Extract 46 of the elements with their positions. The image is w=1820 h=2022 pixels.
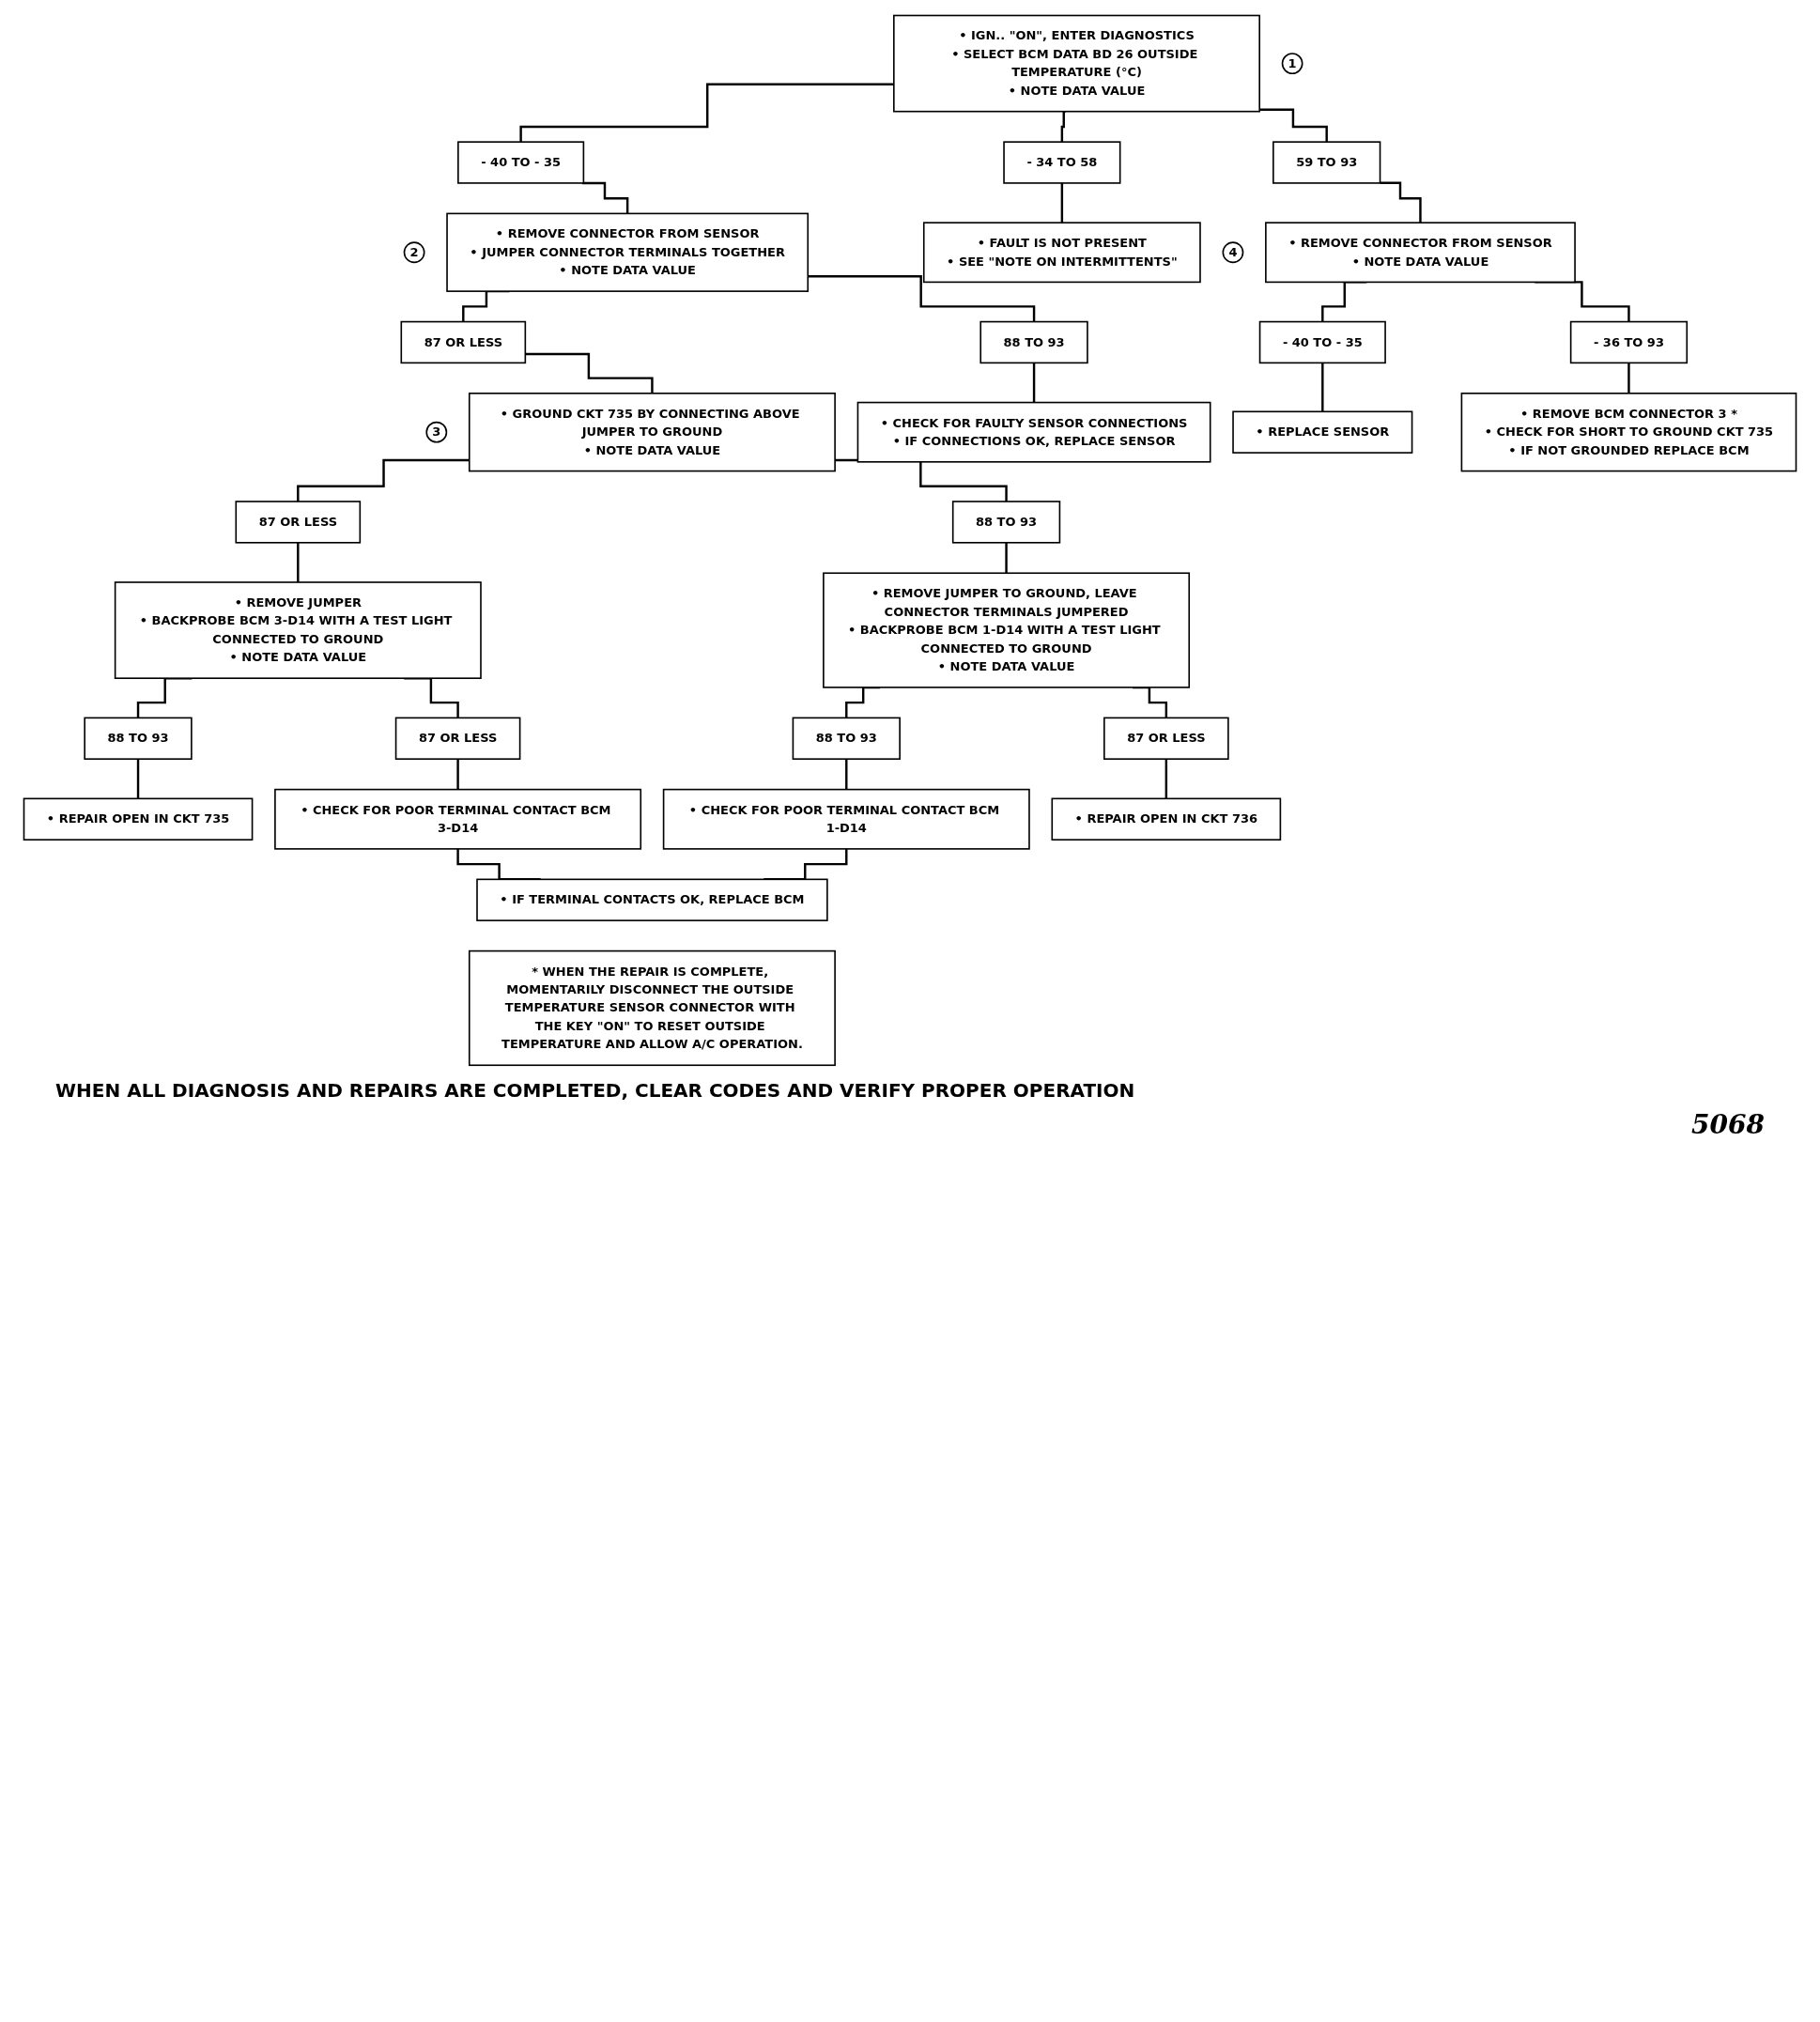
node-box: 88 TO 93 (792, 717, 901, 760)
node-box: • IGN.. "ON", ENTER DIAGNOSTICS • SELECT BCM DATA BD 26 OUTSIDE TEMPERATURE (°C) • NOTE DATA VALUE (893, 14, 1260, 113)
connector (1032, 362, 1036, 404)
node-box: • REMOVE CONNECTOR FROM SENSOR • JUMPER CONNECTOR TERMINALS TOGETHER • NOTE DATA VALUE (446, 212, 810, 292)
node-box: • REMOVE CONNECTOR FROM SENSOR • NOTE DATA VALUE (1265, 222, 1576, 284)
node-box: 88 TO 93 (951, 501, 1061, 544)
node-box: • CHECK FOR FAULTY SENSOR CONNECTIONS • IF CONNECTIONS OK, REPLACE SENSOR (856, 401, 1211, 463)
node-box: • REPAIR OPEN IN CKT 735 (23, 797, 254, 841)
figure-number: 5068 (1690, 1108, 1765, 1140)
node-box: • REPAIR OPEN IN CKT 736 (1051, 797, 1282, 841)
node-label: 2 (409, 244, 419, 260)
node-box: 88 TO 93 (979, 320, 1088, 364)
connector (1380, 181, 1422, 224)
node-box: 87 OR LESS (235, 501, 362, 544)
connector (297, 458, 470, 503)
node-box: • GROUND CKT 735 BY CONNECTING ABOVE JUMPER TO GROUND • NOTE DATA VALUE (468, 393, 836, 472)
node-box: • CHECK FOR POOR TERMINAL CONTACT BCM 1-D14 (662, 788, 1030, 850)
node-box: - 40 TO - 35 (457, 141, 585, 184)
node-box: • CHECK FOR POOR TERMINAL CONTACT BCM 3-D14 (274, 788, 642, 850)
node-box: 87 OR LESS (400, 320, 527, 364)
connector (1005, 541, 1008, 575)
node-label: 4 (1228, 244, 1238, 260)
node-box: • REMOVE BCM CONNECTOR 3 * • CHECK FOR SHORT TO GROUND CKT 735 • IF NOT GROUNDED REPLACE BCM (1460, 393, 1797, 472)
node-box: 87 OR LESS (1103, 717, 1229, 760)
node-box: 88 TO 93 (84, 717, 193, 760)
node-box: • REPLACE SENSOR (1232, 410, 1413, 454)
node-label: 3 (432, 424, 441, 440)
node-box: - 36 TO 93 (1569, 320, 1689, 364)
connector (581, 181, 629, 215)
connector (1259, 108, 1328, 144)
connector (1060, 181, 1064, 224)
connector (808, 275, 1036, 323)
node-box: 87 OR LESS (394, 717, 521, 760)
node-box: 59 TO 93 (1272, 141, 1381, 184)
connector (519, 83, 894, 144)
connector (1321, 362, 1324, 413)
node-box: • FAULT IS NOT PRESENT • SEE "NOTE ON INTERMITTENTS" (922, 222, 1201, 284)
node-box: - 40 TO - 35 (1258, 320, 1386, 364)
node-box: • REMOVE JUMPER TO GROUND, LEAVE CONNECTOR TERMINALS JUMPERED • BACKPROBE BCM 1-D14 WITH A TEST LIGHT CONNECTED TO GROUND • NOTE DATA VALUE (823, 572, 1191, 688)
node-box: • IF TERMINAL CONTACTS OK, REPLACE BCM (476, 878, 828, 921)
node-box: - 34 TO 58 (1003, 141, 1121, 184)
node-label: 1 (1288, 55, 1297, 70)
note-text: WHEN ALL DIAGNOSIS AND REPAIRS ARE COMPLETED, CLEAR CODES AND VERIFY PROPER OPERATION (55, 1078, 1136, 1102)
node-box: * WHEN THE REPAIR IS COMPLETE, MOMENTARILY DISCONNECT THE OUTSIDE TEMPERATURE SENSOR CONNECTOR WITH THE KEY "ON" TO RESET OUTSIDE TEMPERATURE AND ALLOW A/C OPERATION. (468, 949, 836, 1067)
node-box: • REMOVE JUMPER • BACKPROBE BCM 3-D14 WITH A TEST LIGHT CONNECTED TO GROUND • NOTE DATA VALUE (114, 581, 482, 679)
connector (1060, 110, 1067, 144)
